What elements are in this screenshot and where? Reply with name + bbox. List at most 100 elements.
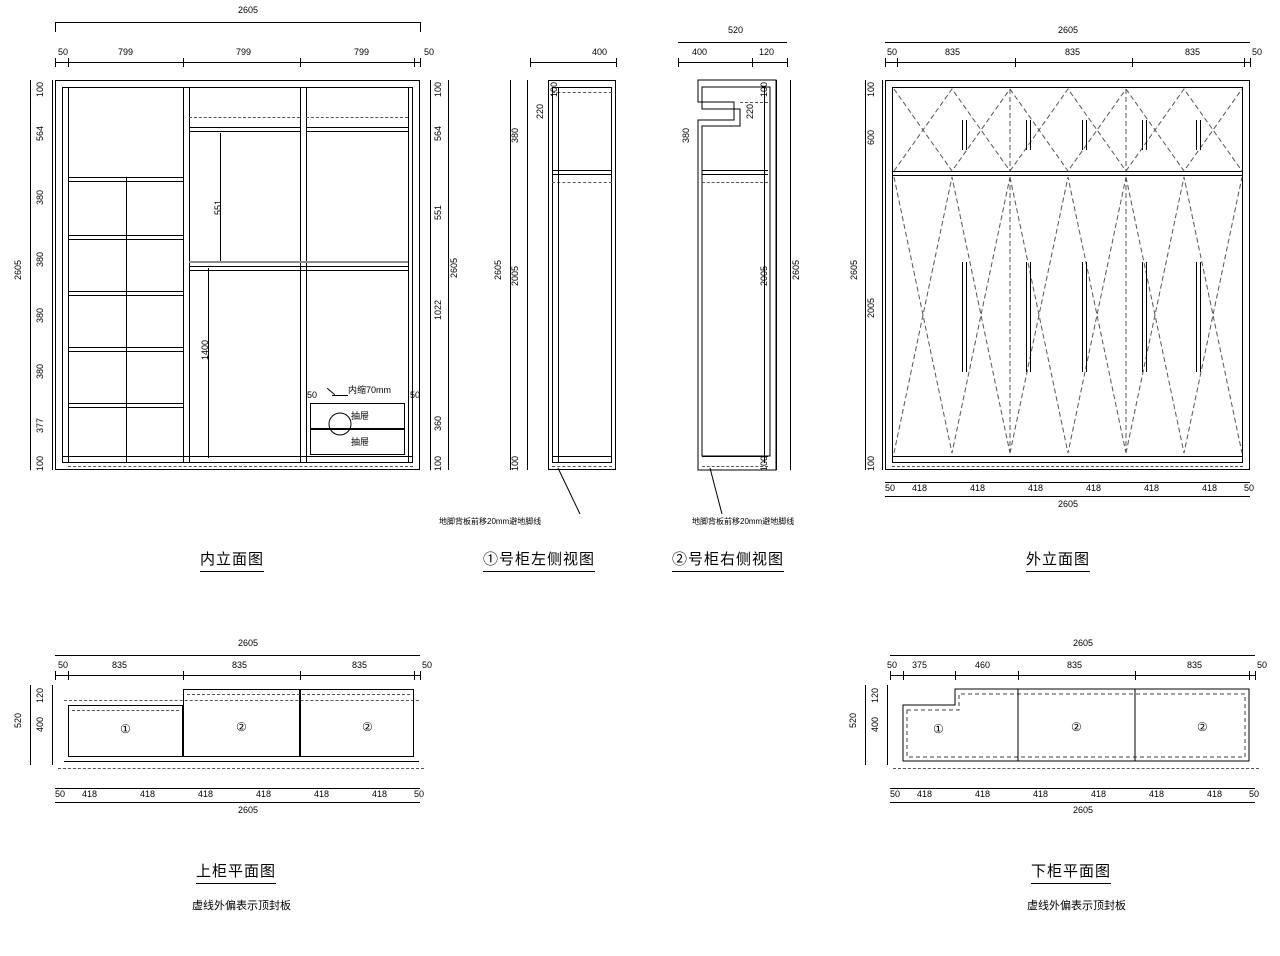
lt6 (1249, 671, 1250, 680)
view-subtitle-upper-plan: 虚线外偏表示顶封板 (192, 900, 291, 912)
dim-top-2: 799 (118, 47, 134, 57)
dim-line-outer-seg (885, 62, 1250, 63)
dim-up-b3: 418 (198, 789, 214, 799)
dim-line-outer-left-total (865, 80, 866, 470)
drawer-label-2: 抽屉 (351, 437, 370, 447)
note-leader (332, 395, 348, 396)
ot3 (1015, 58, 1016, 67)
view-title-cabinet2: ②号柜右侧视图 (672, 548, 785, 572)
dim-up-b1: 418 (82, 789, 98, 799)
dim-line-right-seg (430, 80, 431, 470)
dim-c2-t1: 400 (692, 47, 708, 57)
dim-outer-left-total: 2605 (849, 260, 859, 281)
dim-outer-t5: 50 (1252, 47, 1263, 57)
ot2 (897, 58, 898, 67)
outer-frame-inner (892, 87, 1243, 463)
drawer-dim-left: 50 (307, 390, 318, 400)
lt3 (955, 671, 956, 680)
c1-back-panel (558, 87, 559, 463)
dim-line-low-seg (890, 675, 1255, 676)
dim-left-1: 100 (35, 82, 45, 98)
c2-leader-line (709, 467, 723, 515)
dim-outer-b4: 418 (1086, 483, 1102, 493)
dim-left-7: 377 (35, 418, 45, 434)
drawer-note: 内缩70mm (348, 385, 392, 395)
dim-up-l1: 120 (35, 688, 45, 704)
dim-line-up-left-seg (52, 685, 53, 765)
partition-2 (183, 87, 184, 463)
dim-low-b2: 418 (975, 789, 991, 799)
dim-low-t1: 375 (912, 660, 928, 670)
drawer-box-1 (310, 403, 405, 429)
dim-line-c1-height (510, 80, 511, 470)
outer-base (892, 456, 1243, 457)
handle-u7 (1142, 120, 1143, 150)
dim-outer-l3: 2005 (866, 298, 876, 319)
shelf-right-top (306, 127, 408, 128)
handle-l2 (966, 262, 967, 372)
partition-4 (300, 87, 301, 463)
up-label-1: ① (120, 722, 131, 736)
dim-up-t4: 50 (422, 660, 433, 670)
inner-elevation-inner-frame (62, 87, 413, 463)
low-label-2: ② (1071, 720, 1082, 734)
c1-footnote: 地脚背板前移20mm避地脚线 (439, 517, 542, 526)
c1t2 (616, 58, 617, 67)
c2-back-panel (764, 87, 765, 463)
dim-line-c2-height (790, 80, 791, 470)
c1-div-1 (552, 170, 612, 171)
dim-outer-t1: 50 (887, 47, 898, 57)
dim-c1-top: 400 (592, 47, 608, 57)
dim-outer-b1: 418 (912, 483, 928, 493)
t2 (68, 58, 69, 67)
dim-low-t4: 835 (1187, 660, 1203, 670)
up-dashed-inner-2 (187, 694, 410, 695)
drawer-label-1: 抽屉 (351, 411, 370, 421)
dim-outer-t2: 835 (945, 47, 961, 57)
dim-line-551 (220, 133, 221, 261)
shelf-l2b (68, 239, 183, 240)
dim-line-top-seg (55, 62, 420, 63)
dim-line-up-left-total (30, 685, 31, 765)
handle-l3 (1026, 262, 1027, 372)
dim-left-3: 380 (35, 190, 45, 206)
shelf-l5 (68, 403, 183, 404)
dim-line-low-left-total (865, 685, 866, 765)
handle-l7 (1142, 262, 1143, 372)
dim-outer-t3: 835 (1065, 47, 1081, 57)
ut2 (68, 671, 69, 680)
dim-c1-l3: 100 (510, 456, 520, 472)
dim-up-l2: 400 (35, 717, 45, 733)
c1-base (552, 456, 612, 457)
dim-left-4: 380 (35, 252, 45, 268)
shelf-l3 (68, 291, 183, 292)
dim-top-5: 50 (424, 47, 435, 57)
shelf-bottom-left (62, 456, 413, 457)
partition-1 (68, 87, 69, 463)
dim-low-b1: 418 (917, 789, 933, 799)
dim-up-t3: 835 (352, 660, 368, 670)
dim-outer-t4: 835 (1185, 47, 1201, 57)
dim-low-b4: 418 (1091, 789, 1107, 799)
dim-line-right-total (448, 80, 449, 470)
handle-u2 (966, 120, 967, 150)
dim-up-t0: 50 (58, 660, 69, 670)
dim-up-b4: 418 (256, 789, 272, 799)
c2-dashed-1 (740, 102, 768, 103)
dim-left-6: 380 (35, 364, 45, 380)
up-cab3-box (300, 689, 414, 757)
dim-line-left-seg (52, 80, 53, 470)
dim-up-left-total: 520 (13, 713, 23, 729)
dim-c1-height: 2605 (493, 260, 503, 281)
c2t2 (752, 58, 753, 67)
ut5 (414, 671, 415, 680)
dim-up-b2: 418 (140, 789, 156, 799)
shelf-mid-top (189, 127, 300, 128)
view-outer-elevation: 2605 50 835 835 835 50 100 600 2005 100 … (849, 0, 1280, 600)
dim-line-c1-left (527, 80, 528, 470)
dim-low-bottom-total: 2605 (1073, 805, 1094, 815)
dim-low-left-total: 520 (848, 713, 858, 729)
dim-right-3: 551 (433, 205, 443, 221)
shelf-l1b (68, 181, 183, 182)
dim-line-low-total (890, 655, 1255, 656)
